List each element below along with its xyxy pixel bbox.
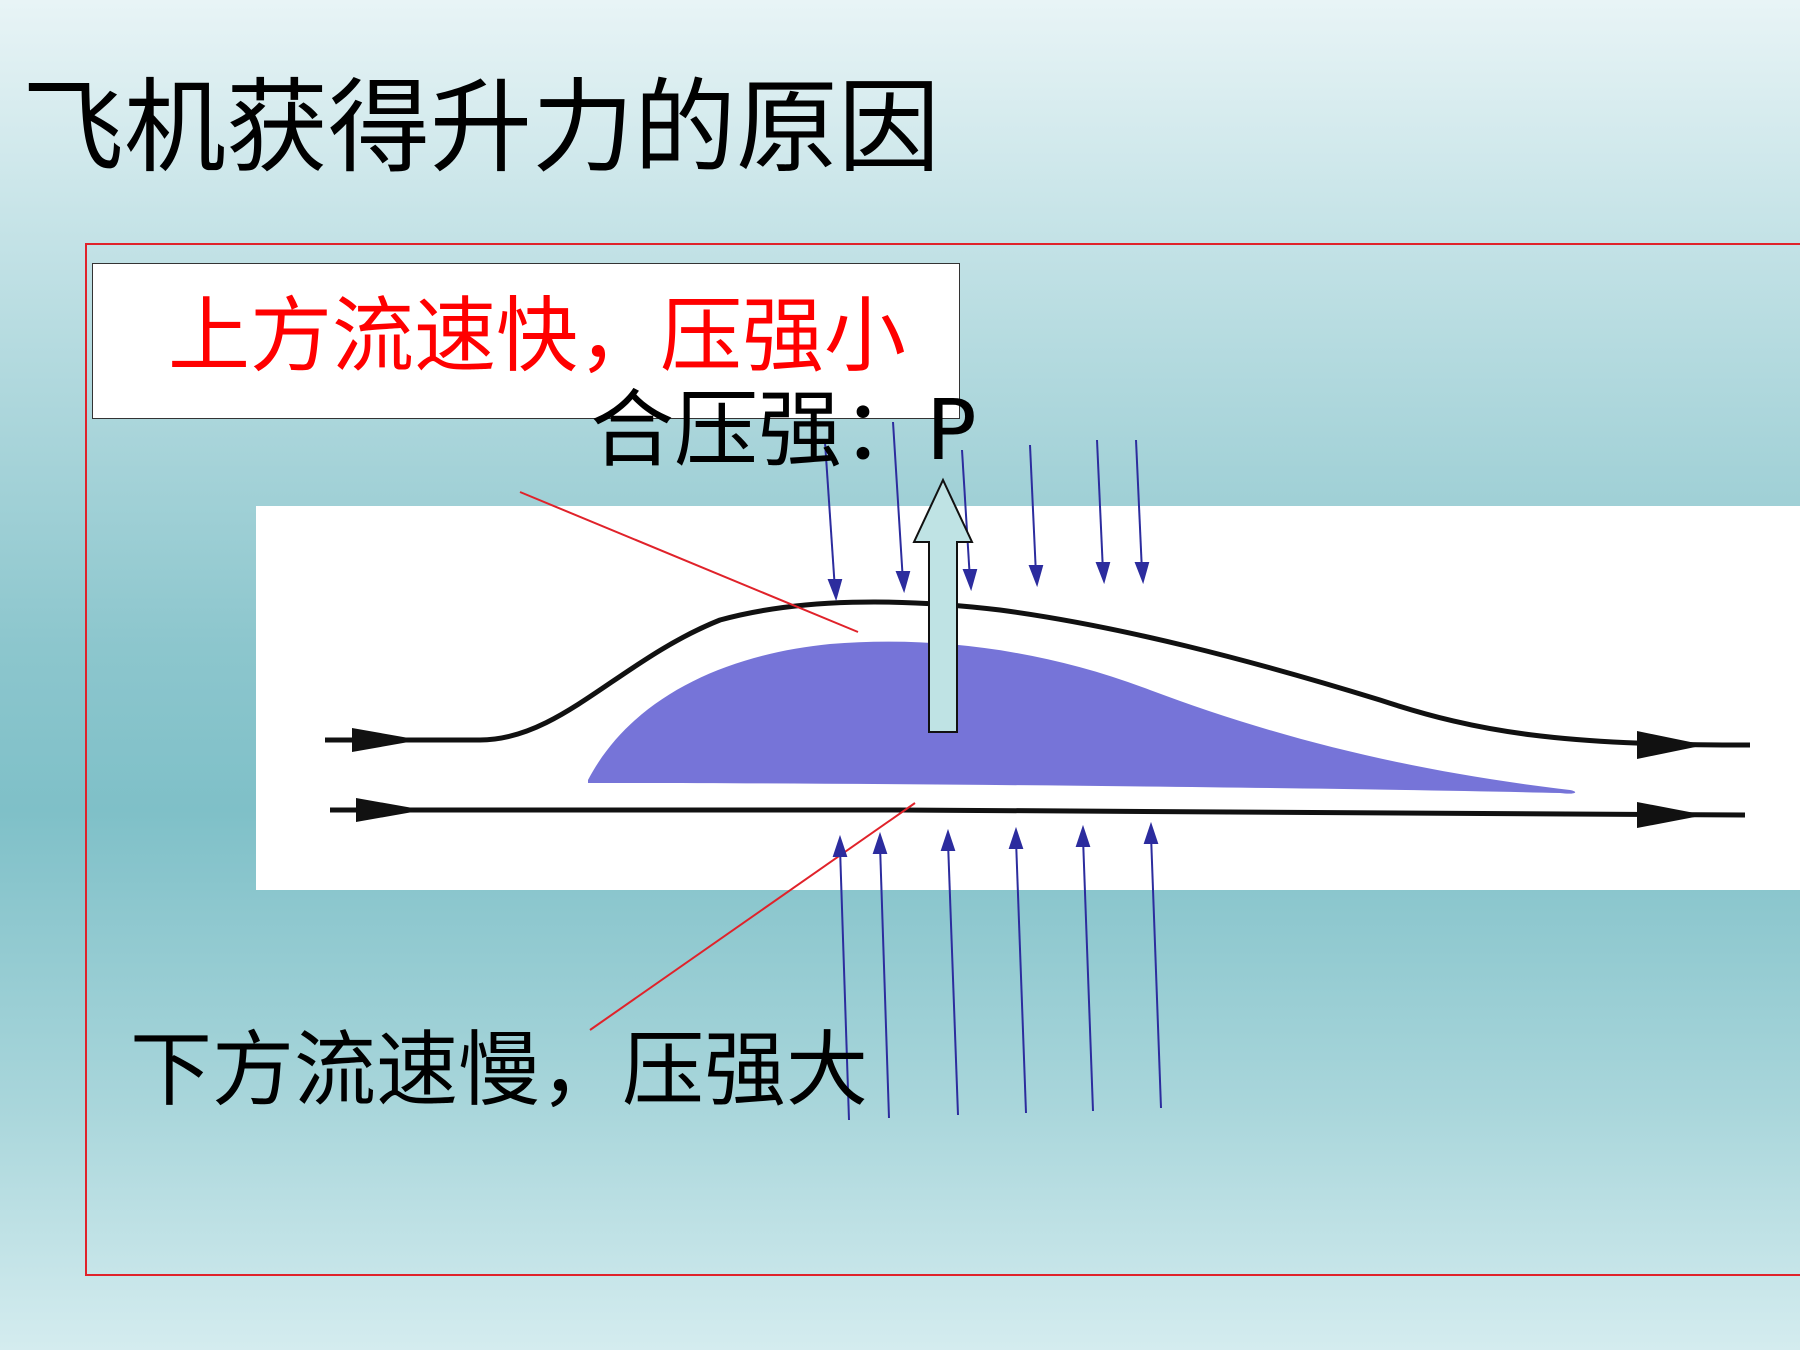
upper-pressure-arrow-1 [824,441,836,591]
lower-outlet-arrowhead [1637,802,1705,828]
upper-label-box [92,263,960,419]
upper-inlet-arrowhead [352,728,420,752]
slide-title: 飞机获得升力的原因 [22,69,940,188]
upper-flow-label: 上方流速快，压强小 [168,289,907,384]
lower-pressure-arrowhead-6 [1143,821,1159,844]
lower-pressure-arrowhead-3 [940,828,956,851]
upper-pressure-arrowhead-3 [962,569,978,592]
upper-pressure-arrows [824,421,1150,602]
upper-pressure-arrowhead-4 [1028,565,1044,588]
net-pressure-label: 合压强：P [590,381,977,479]
lower-pressure-arrow-3 [947,841,959,1116]
lower-streamline [330,807,1746,818]
lower-flow-label: 下方流速慢，压强大 [130,1023,869,1118]
lower-pressure-arrow-1 [839,847,850,1121]
upper-pressure-arrow-4 [1029,444,1037,576]
upper-outlet-arrowhead [1637,731,1705,759]
net-force-up-arrow-icon [912,477,974,733]
upper-leader-line [519,491,859,633]
lower-pressure-arrow-6 [1150,834,1162,1109]
upper-pressure-arrow-6 [1135,439,1143,573]
upper-pressure-arrow-5 [1096,439,1104,573]
lower-pressure-arrows [832,821,1162,1121]
lower-pressure-arrowhead-1 [832,834,848,857]
upper-pressure-arrow-3 [961,449,971,581]
lower-inlet-arrowhead [356,798,424,822]
upper-pressure-arrow-2 [892,421,904,583]
lower-pressure-arrow-5 [1082,837,1094,1112]
lower-leader-line [589,802,916,1031]
lower-pressure-arrow-2 [879,844,890,1119]
upper-pressure-arrowhead-1 [827,579,843,602]
lower-pressure-arrowhead-4 [1008,826,1024,849]
upper-streamline [325,599,1751,748]
lower-pressure-arrowhead-5 [1075,824,1091,847]
lower-pressure-arrowhead-2 [872,831,888,854]
upper-pressure-arrowhead-6 [1134,562,1150,585]
upper-pressure-arrowhead-2 [895,571,911,594]
airfoil-shape [588,641,1576,794]
lower-pressure-arrow-4 [1015,839,1027,1114]
diagram-frame [85,243,1800,1276]
upper-pressure-arrowhead-5 [1095,562,1111,585]
